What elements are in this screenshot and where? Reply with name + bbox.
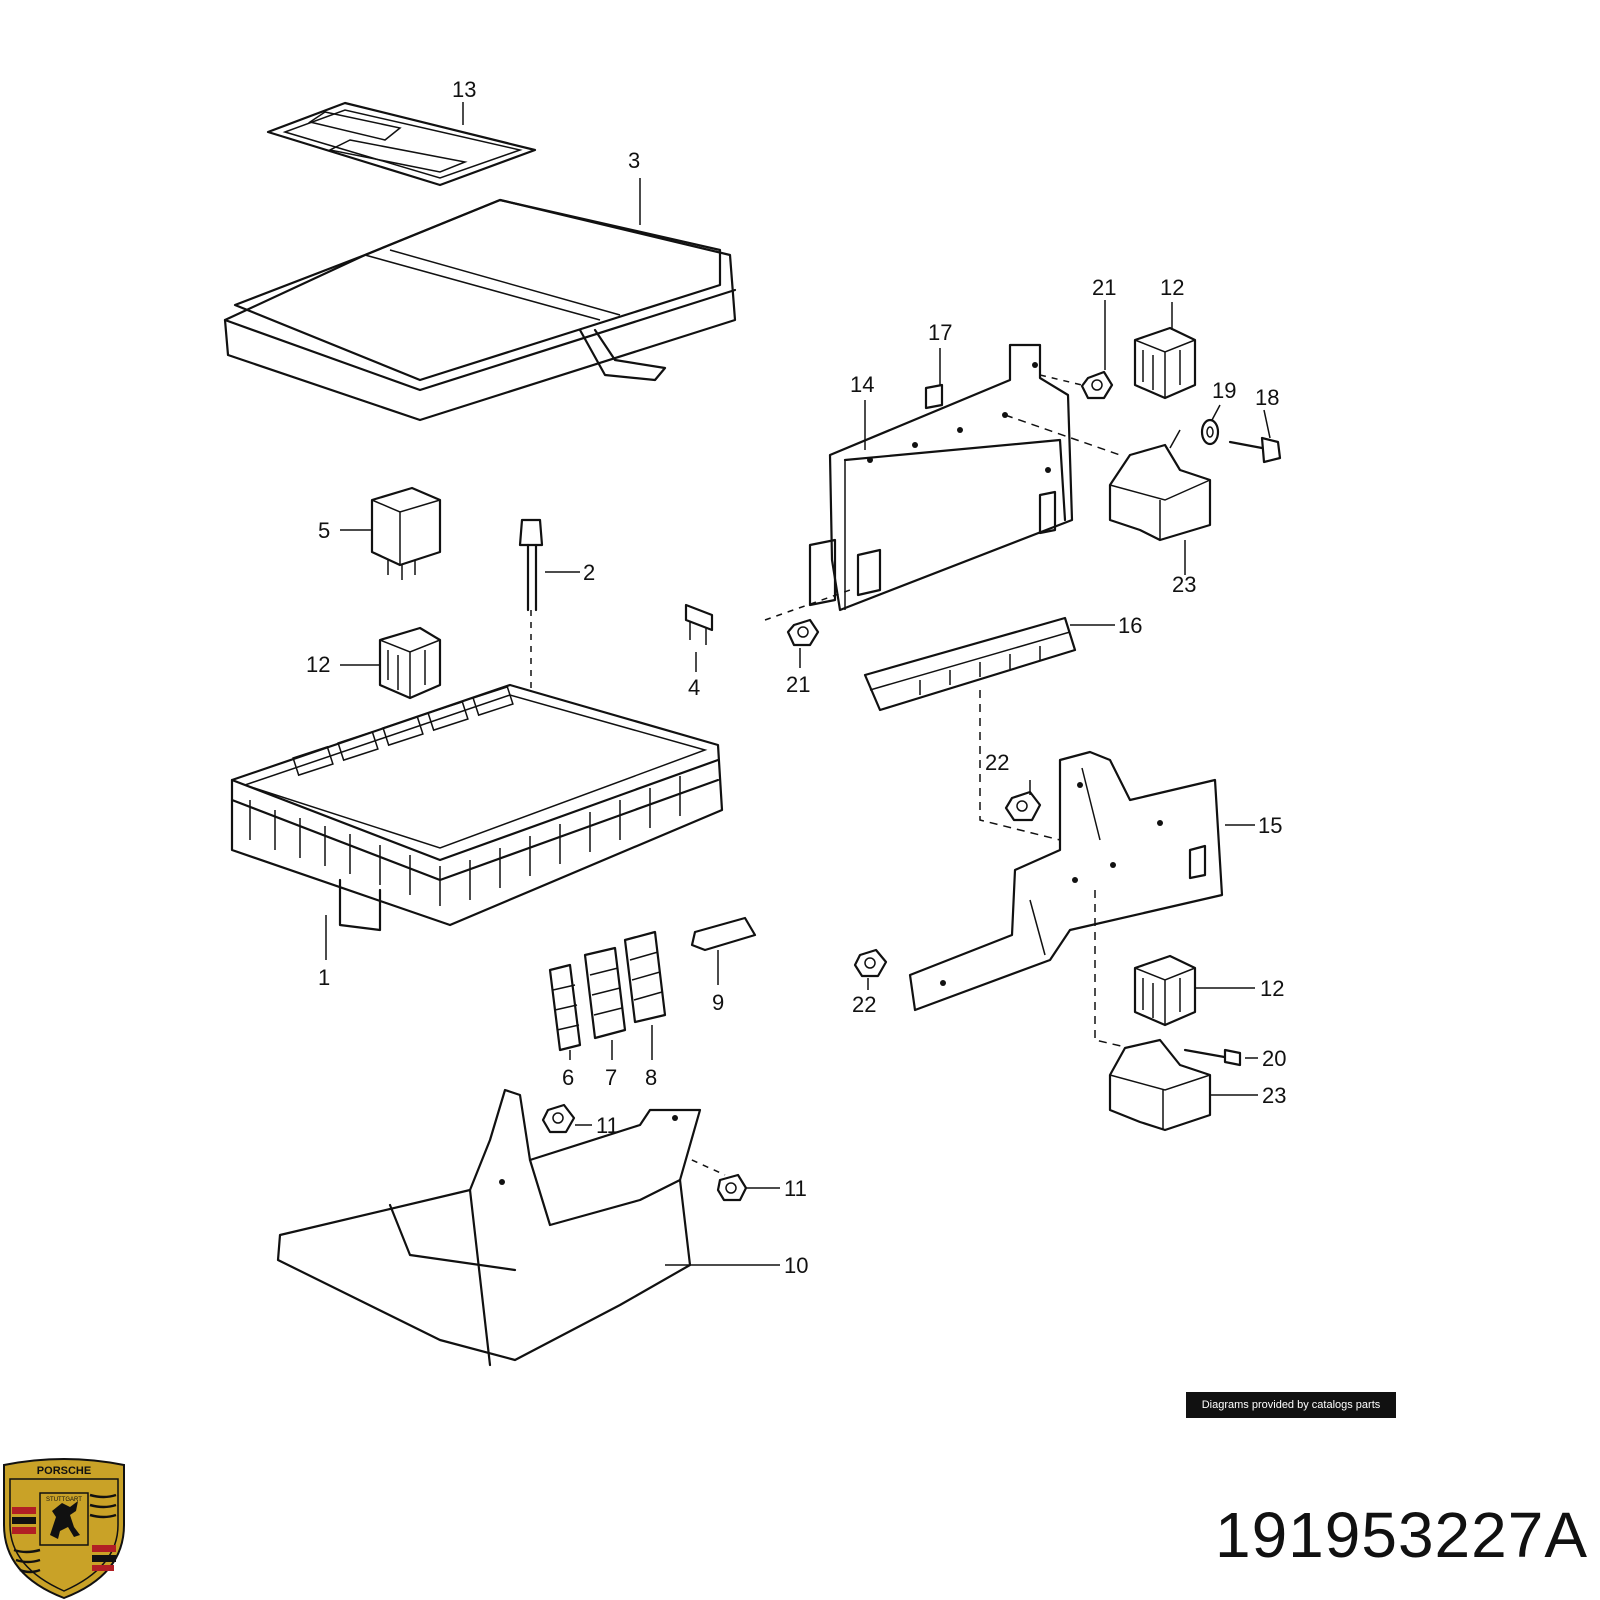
part-22-nut-lower [853, 948, 888, 978]
callout-23-top: 23 [1172, 572, 1196, 597]
callout-23-lower: 23 [1262, 1083, 1286, 1108]
callout-12-top: 12 [1160, 275, 1184, 300]
part-21-nut-left [764, 589, 851, 647]
part-10-lower-tray [276, 1088, 702, 1367]
part-12-relay-socket-lower [1133, 954, 1197, 1027]
part-4-fuse [684, 603, 714, 645]
part-18-screw [1228, 436, 1282, 464]
callout-labels: 13 3 5 2 12 4 21 17 14 21 12 19 18 23 16… [306, 77, 1286, 1278]
callout-14: 14 [850, 372, 874, 397]
crest-city-text: STUTTGART [46, 1497, 82, 1503]
part-16-fuse-strip [863, 616, 1077, 841]
crest-antlers [13, 1493, 117, 1574]
callout-13: 13 [452, 77, 476, 102]
part-5-relay [370, 486, 442, 580]
callout-9: 9 [712, 990, 724, 1015]
callout-1: 1 [318, 965, 330, 990]
callout-20: 20 [1262, 1046, 1286, 1071]
part-23-relay-holder-lower [1108, 1038, 1212, 1132]
crest-brand-text: PORSCHE [37, 1465, 91, 1477]
crest-stripes [12, 1507, 116, 1571]
part-12-relay-socket-left [378, 626, 442, 700]
callout-2: 2 [583, 560, 595, 585]
horse-icon [50, 1501, 80, 1539]
callout-12-lower: 12 [1260, 976, 1284, 1001]
part-number: 191953227A [1214, 1499, 1588, 1571]
callout-16: 16 [1118, 613, 1142, 638]
callout-21-top: 21 [1092, 275, 1116, 300]
part-22-nut-upper [1004, 790, 1042, 822]
part-3-cover-lid [223, 198, 737, 422]
callout-12-left: 12 [306, 652, 330, 677]
callout-8: 8 [645, 1065, 657, 1090]
callout-18: 18 [1255, 385, 1279, 410]
porsche-crest-logo: PORSCHE STUTTGART [3, 1458, 125, 1600]
callout-5: 5 [318, 518, 330, 543]
part-1-fuse-box [230, 683, 724, 932]
callout-22-upper: 22 [985, 750, 1009, 775]
leader-lines [325, 102, 1271, 1266]
part-2-plug [518, 518, 544, 690]
callout-15: 15 [1258, 813, 1282, 838]
callout-11-upper: 11 [596, 1113, 619, 1138]
part-15-mounting-bracket [908, 750, 1224, 1056]
callout-17: 17 [928, 320, 952, 345]
callout-7: 7 [605, 1065, 617, 1090]
part-12-relay-socket-top [1133, 326, 1197, 400]
part-13-label-plate [266, 101, 537, 187]
callout-19: 19 [1212, 378, 1236, 403]
part-23-relay-holder-top [1108, 429, 1212, 542]
callout-4: 4 [688, 675, 700, 700]
part-21-nut-top [1039, 370, 1114, 400]
callout-3: 3 [628, 148, 640, 173]
callout-10: 10 [784, 1253, 808, 1278]
callout-21-left: 21 [786, 672, 810, 697]
part-8-connector [623, 930, 667, 1024]
part-7-connector [583, 946, 627, 1040]
callout-6: 6 [562, 1065, 574, 1090]
part-9-clip [690, 916, 757, 952]
part-11-nut-lower [669, 1149, 748, 1202]
part-14-bracket-plate [808, 343, 1121, 612]
callout-22-lower: 22 [852, 992, 876, 1017]
callout-11-lower: 11 [784, 1176, 807, 1201]
part-11-nut-upper [541, 1103, 576, 1134]
part-17-clip [924, 383, 944, 410]
part-20-screw [1183, 1048, 1242, 1067]
part-19-washer [1200, 418, 1220, 446]
part-6-connector [548, 963, 582, 1052]
diagram-credit: Diagrams provided by catalogs parts [1186, 1392, 1396, 1418]
